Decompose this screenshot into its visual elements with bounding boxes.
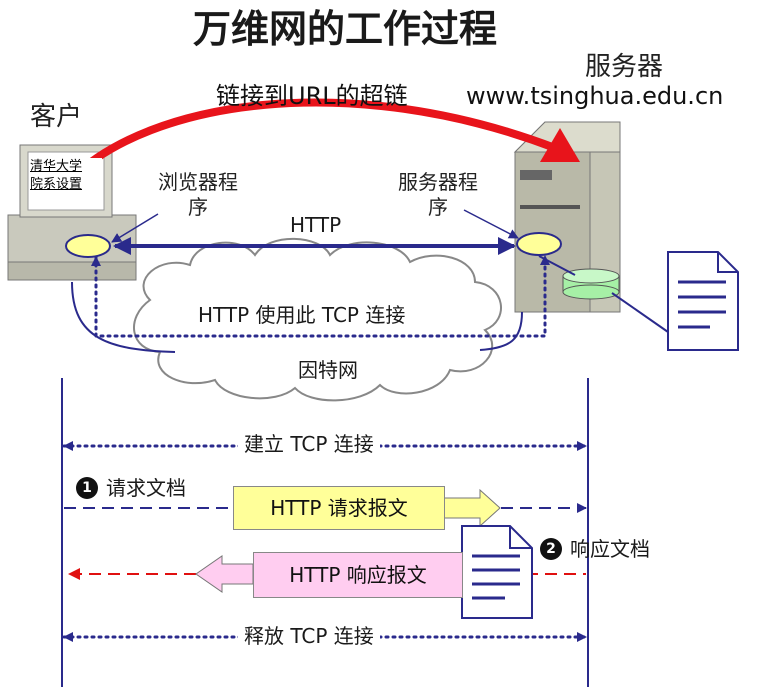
hyperlink-arrowhead (540, 128, 580, 162)
client-label: 客户 (30, 102, 83, 132)
disk-document-link (611, 292, 669, 333)
tcp-dotted-path (91, 254, 550, 338)
hyperlink-arrow (67, 98, 557, 183)
request-block-arrow (442, 488, 501, 528)
release-tcp-label: 释放 TCP 连接 (238, 626, 380, 646)
browser-ellipse (65, 234, 111, 258)
server-program-label: 服务器程序 (398, 170, 478, 219)
browser-program-label: 浏览器程序 (158, 170, 238, 219)
page-title: 万维网的工作过程 (192, 6, 497, 51)
hyperlink-label: 链接到URL的超链 (216, 82, 408, 110)
tcp-connection-label: HTTP 使用此 TCP 连接 (198, 303, 406, 327)
step2-label: 响应文档 (570, 537, 650, 561)
client-cable (71, 281, 176, 353)
disk-icon (562, 268, 620, 300)
step2-label-group: 2 响应文档 (540, 538, 650, 560)
browser-pointer (111, 213, 159, 243)
step1-label-group: 1 请求文档 (76, 477, 186, 499)
step1-number: 1 (76, 477, 98, 499)
url-label: www.tsinghua.edu.cn (466, 82, 724, 110)
step1-label: 请求文档 (106, 476, 186, 500)
server-ellipse (516, 232, 562, 256)
screen-line-2: 院系设置 (30, 176, 83, 192)
response-block-arrow (195, 555, 254, 593)
server-cable (479, 311, 523, 351)
server-label: 服务器 (585, 52, 664, 82)
http-label: HTTP (290, 213, 342, 237)
response-document-icon (461, 525, 533, 619)
screen-text: 清华大学 院系设置 (30, 158, 102, 194)
step2-number: 2 (540, 538, 562, 560)
document-icon (667, 251, 739, 351)
internet-label: 因特网 (298, 358, 358, 382)
response-message-box: HTTP 响应报文 (253, 552, 463, 598)
screen-line-1: 清华大学 (30, 159, 83, 174)
request-message-box: HTTP 请求报文 (233, 486, 445, 530)
setup-tcp-label: 建立 TCP 连接 (238, 434, 380, 454)
server-pointer (463, 209, 519, 239)
